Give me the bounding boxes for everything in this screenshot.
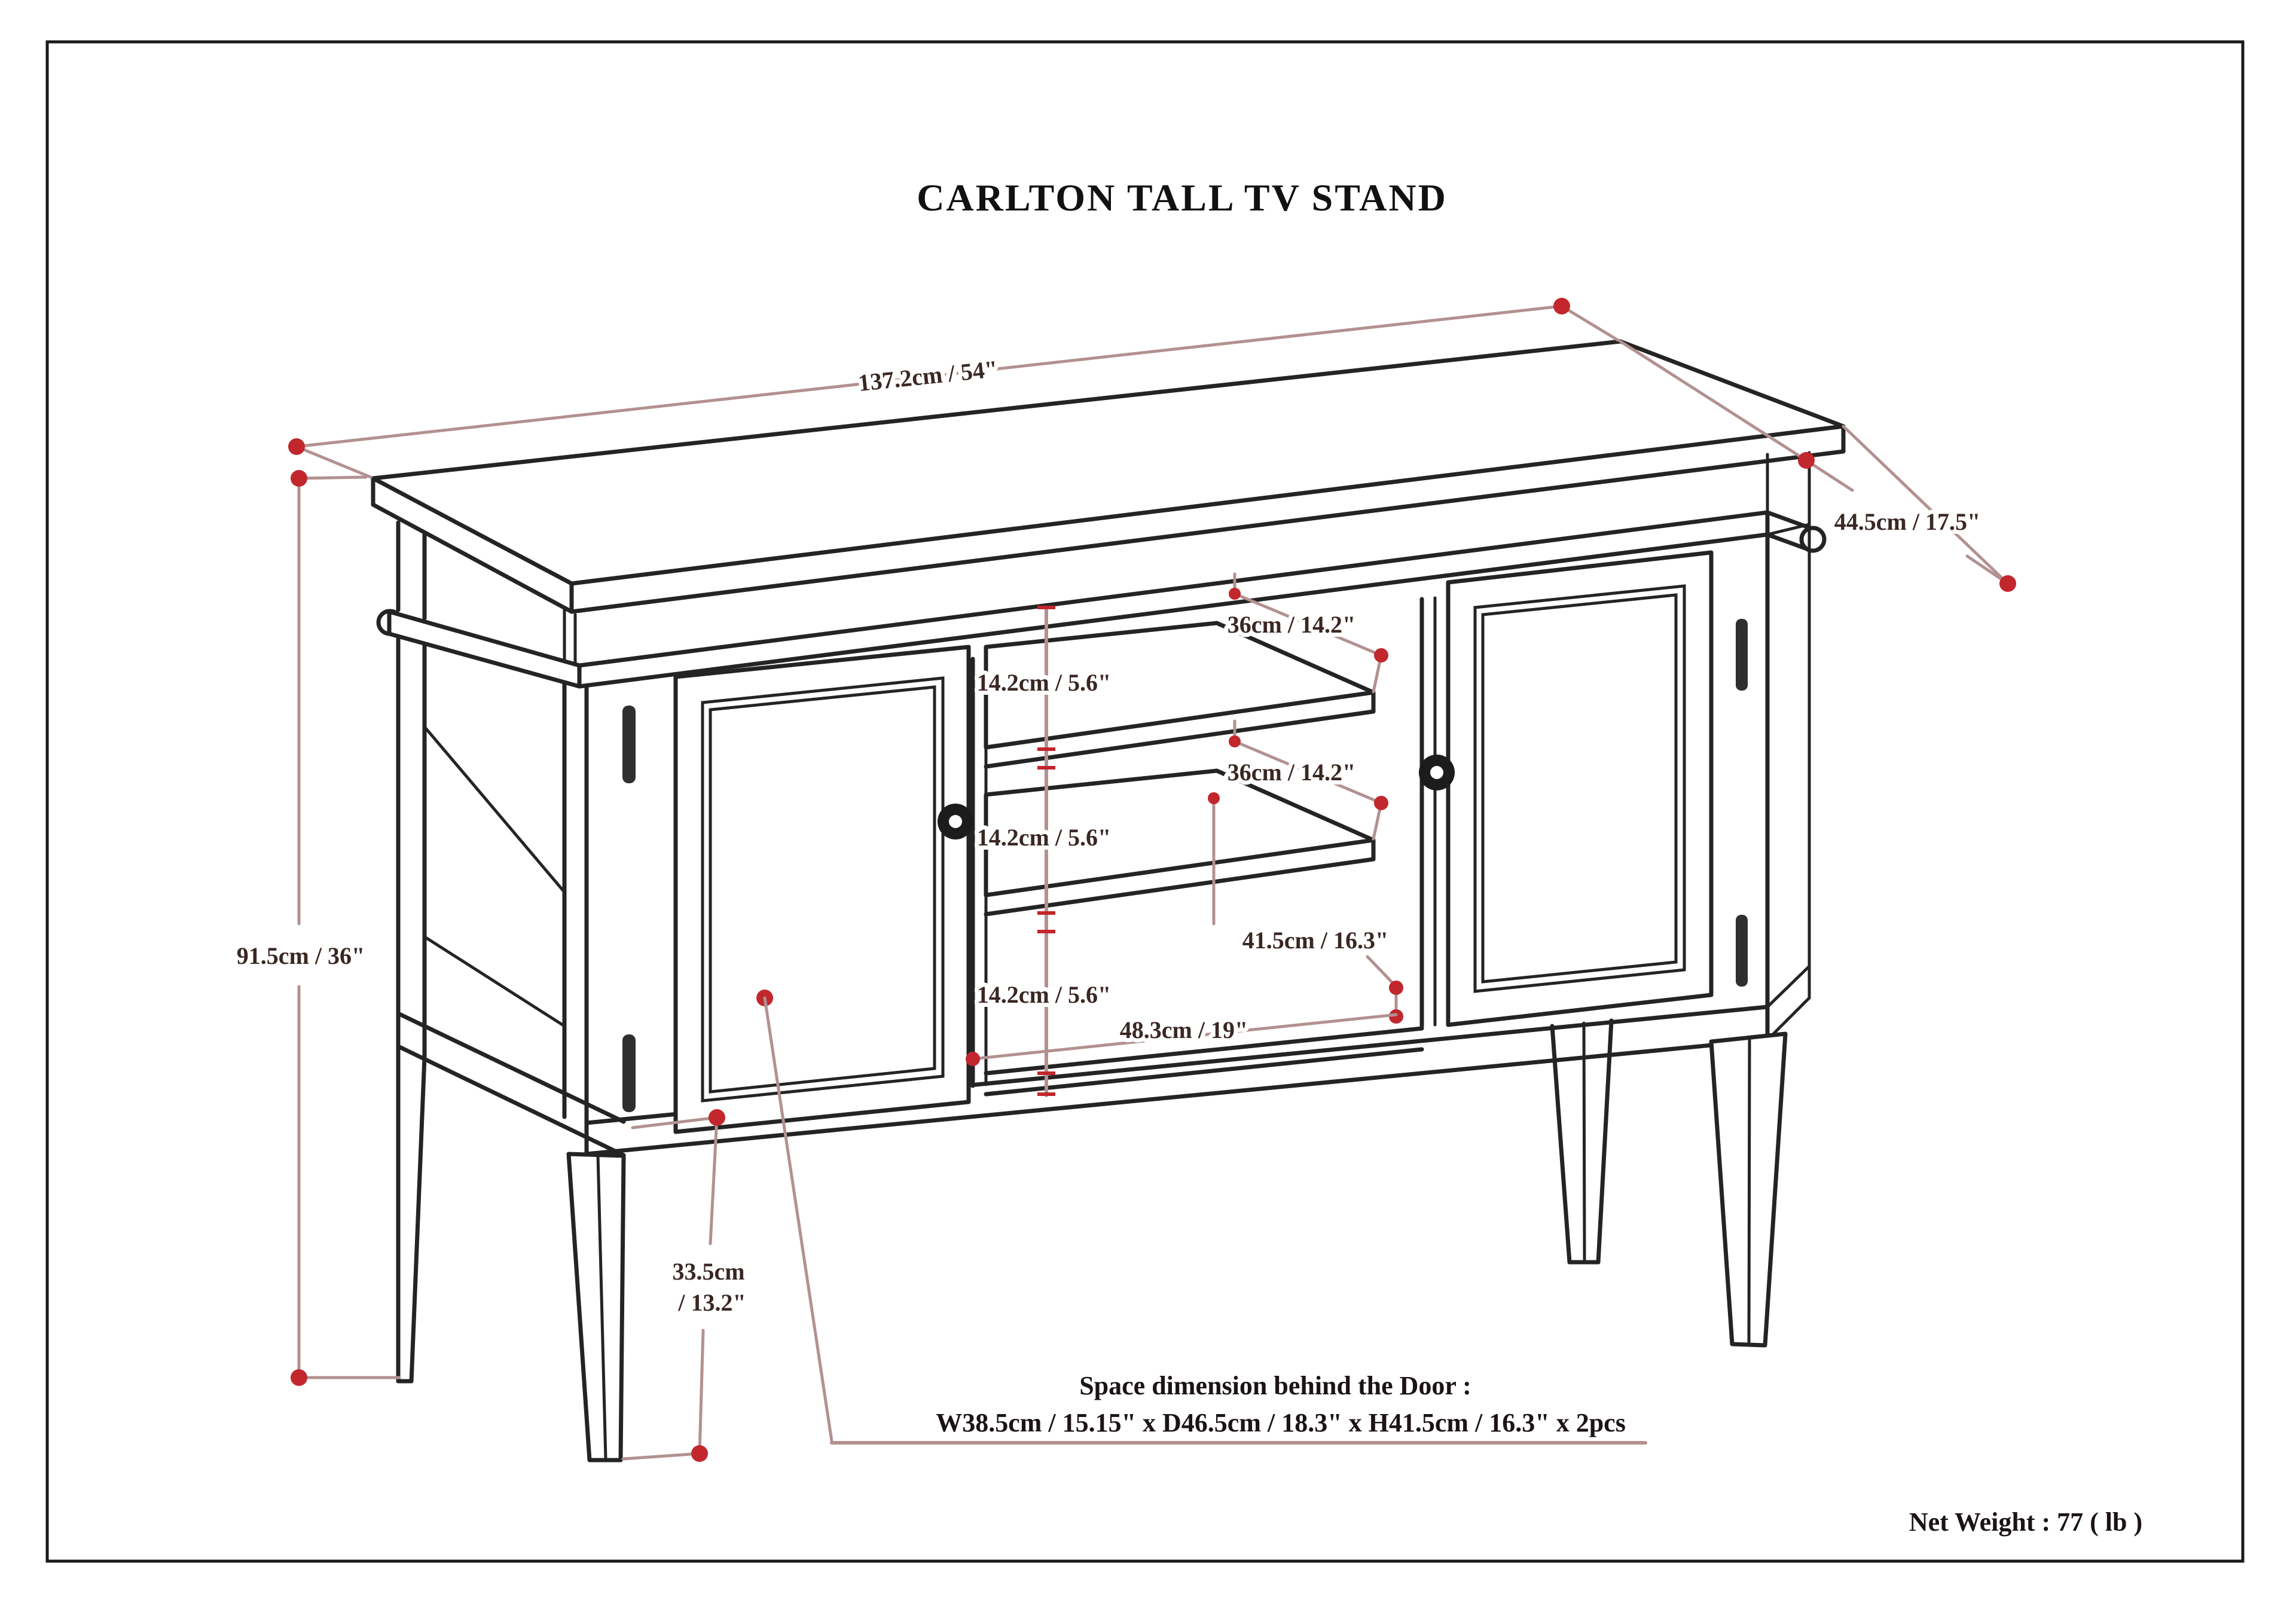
dim-label-upper-shelf-depth: 36cm / 14.2" <box>1228 611 1355 638</box>
dim-label-tv-opening-height: 41.5cm / 16.3" <box>1242 927 1388 954</box>
dim-shelf-gaps <box>1037 606 1055 1097</box>
back-right-leg <box>1550 1018 1614 1265</box>
front-left-leg <box>566 1152 626 1463</box>
dim-label-gap-middle: 14.2cm / 5.6" <box>977 824 1111 851</box>
dim-label-top-depth: 44.5cm / 17.5" <box>1834 508 1980 535</box>
dim-top-width <box>288 298 1620 479</box>
left-door-hinge-top <box>622 706 636 783</box>
right-door-hinge-bottom <box>1736 915 1748 987</box>
tv-stand-drawing <box>371 339 1846 1463</box>
note-space-heading: Space dimension behind the Door : <box>1079 1371 1471 1400</box>
dim-upper-shelf-depth <box>1229 572 1388 694</box>
right-door <box>1419 550 1714 1027</box>
dim-label-leg-height-cm: 33.5cm <box>672 1258 744 1285</box>
note-net-weight: Net Weight : 77 ( lb ) <box>1909 1507 2142 1537</box>
right-door-hinge-top <box>1736 619 1748 691</box>
dimension-annotations <box>288 298 2016 1462</box>
back-left-leg <box>396 1044 427 1384</box>
dim-top-depth <box>1619 340 2016 592</box>
dim-label-overall-height: 91.5cm / 36" <box>237 942 365 969</box>
page-border <box>45 40 2245 1563</box>
dim-middle-shelf-depth <box>1229 719 1388 841</box>
center-shelf-column <box>970 596 1437 1097</box>
diagram-title: CARLTON TALL TV STAND <box>917 176 1448 219</box>
left-door <box>673 645 973 1134</box>
dim-label-gap-lower: 14.2cm / 5.6" <box>977 981 1111 1008</box>
dim-tv-opening-height <box>1208 792 1403 1024</box>
note-space-detail: W38.5cm / 15.15" x D46.5cm / 18.3" x H41… <box>936 1408 1626 1437</box>
left-side-panel <box>396 520 626 1158</box>
dim-label-opening-width: 48.3cm / 19" <box>1120 1016 1248 1043</box>
left-door-hinge-bottom <box>622 1034 636 1112</box>
dim-leg-height <box>621 1109 725 1462</box>
dim-overall-height <box>291 470 401 1386</box>
upper-shelf <box>984 621 1376 769</box>
dim-label-middle-shelf-depth: 36cm / 14.2" <box>1228 759 1355 786</box>
dim-label-gap-upper: 14.2cm / 5.6" <box>977 669 1111 696</box>
dim-label-top-width: 137.2cm / 54" <box>857 355 999 396</box>
dim-label-leg-height-in: / 13.2" <box>677 1289 746 1316</box>
dim-opening-width <box>966 1013 1398 1066</box>
front-right-leg <box>1709 1031 1788 1348</box>
door-note-leader <box>756 990 1647 1445</box>
